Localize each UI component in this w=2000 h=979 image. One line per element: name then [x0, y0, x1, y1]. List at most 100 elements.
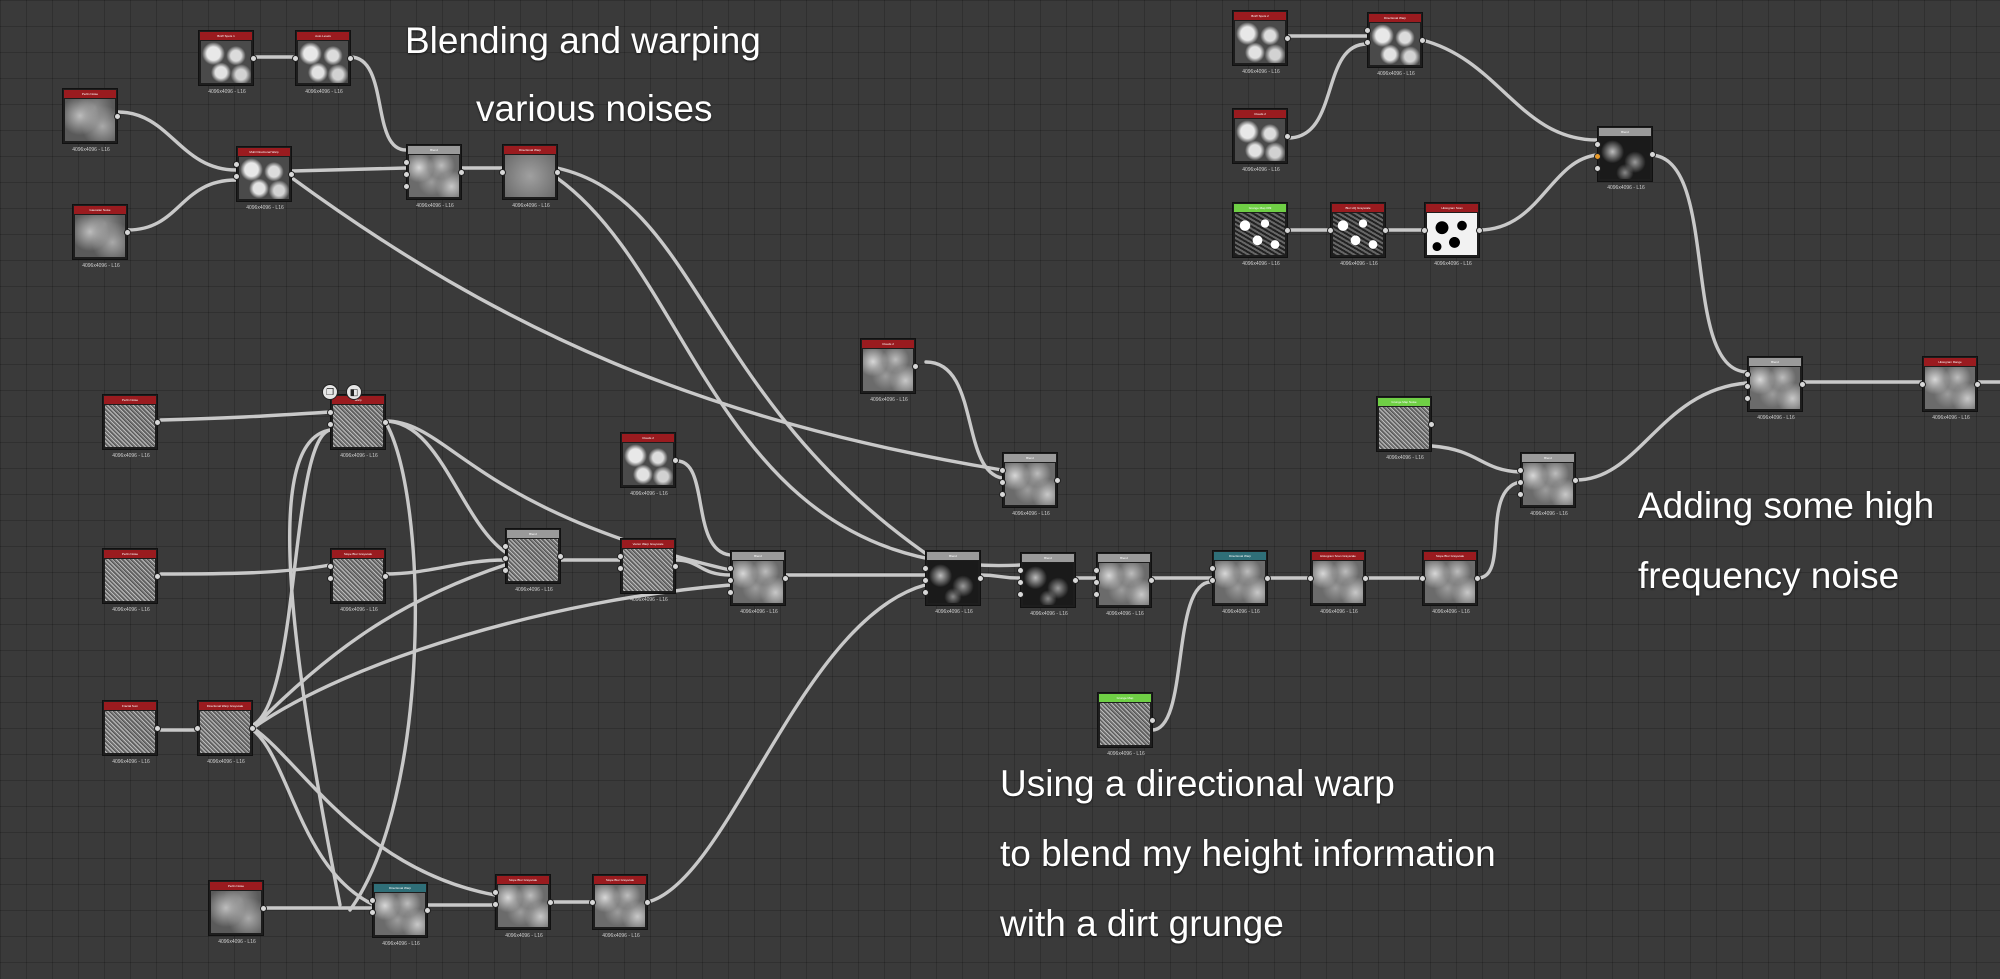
input-port[interactable] [327, 409, 334, 416]
output-port[interactable] [1428, 421, 1435, 428]
output-port[interactable] [114, 113, 121, 120]
output-port[interactable] [1264, 575, 1271, 582]
input-port[interactable] [1307, 575, 1314, 582]
input-port[interactable] [327, 575, 334, 582]
input-port[interactable] [1594, 153, 1601, 160]
output-port[interactable] [1419, 37, 1426, 44]
input-port[interactable] [1093, 591, 1100, 598]
input-port[interactable] [1364, 27, 1371, 34]
output-port[interactable] [249, 725, 256, 732]
output-port[interactable] [1054, 477, 1061, 484]
output-port[interactable] [1476, 227, 1483, 234]
input-port[interactable] [233, 161, 240, 168]
output-port[interactable] [1072, 577, 1079, 584]
input-port[interactable] [589, 899, 596, 906]
input-port[interactable] [1017, 567, 1024, 574]
input-port[interactable] [922, 589, 929, 596]
input-port[interactable] [727, 565, 734, 572]
output-port[interactable] [1284, 227, 1291, 234]
output-port[interactable] [382, 419, 389, 426]
input-port[interactable] [727, 577, 734, 584]
input-port[interactable] [369, 909, 376, 916]
input-port[interactable] [999, 467, 1006, 474]
output-port[interactable] [1649, 151, 1656, 158]
input-port[interactable] [1919, 381, 1926, 388]
output-port[interactable] [1382, 227, 1389, 234]
output-port[interactable] [154, 573, 161, 580]
output-port[interactable] [1362, 575, 1369, 582]
node-view-icon[interactable]: ◧ [346, 384, 362, 400]
output-port[interactable] [1799, 381, 1806, 388]
node-copy-icon[interactable]: ❐ [322, 384, 338, 400]
input-port[interactable] [1093, 579, 1100, 586]
output-port[interactable] [1572, 477, 1579, 484]
output-port[interactable] [250, 55, 257, 62]
input-port[interactable] [1744, 383, 1751, 390]
output-port[interactable] [672, 457, 679, 464]
input-port[interactable] [617, 553, 624, 560]
input-port[interactable] [502, 543, 509, 550]
output-port[interactable] [347, 55, 354, 62]
input-port[interactable] [1594, 141, 1601, 148]
input-port[interactable] [1327, 227, 1334, 234]
input-port[interactable] [403, 171, 410, 178]
output-port[interactable] [1149, 717, 1156, 724]
input-port[interactable] [1517, 467, 1524, 474]
output-port[interactable] [557, 553, 564, 560]
input-port[interactable] [492, 889, 499, 896]
input-port[interactable] [502, 567, 509, 574]
input-port[interactable] [492, 901, 499, 908]
output-port[interactable] [154, 419, 161, 426]
input-port[interactable] [292, 55, 299, 62]
input-port[interactable] [922, 565, 929, 572]
input-port[interactable] [999, 479, 1006, 486]
input-port[interactable] [922, 577, 929, 584]
input-port[interactable] [499, 169, 506, 176]
input-port[interactable] [1419, 575, 1426, 582]
input-port[interactable] [1744, 371, 1751, 378]
output-port[interactable] [644, 899, 651, 906]
output-port[interactable] [154, 725, 161, 732]
output-port[interactable] [424, 907, 431, 914]
input-port[interactable] [1594, 165, 1601, 172]
input-port[interactable] [1744, 395, 1751, 402]
input-port[interactable] [1093, 567, 1100, 574]
output-port[interactable] [547, 899, 554, 906]
output-port[interactable] [288, 171, 295, 178]
input-port[interactable] [1017, 579, 1024, 586]
input-port[interactable] [1364, 39, 1371, 46]
input-port[interactable] [1017, 591, 1024, 598]
